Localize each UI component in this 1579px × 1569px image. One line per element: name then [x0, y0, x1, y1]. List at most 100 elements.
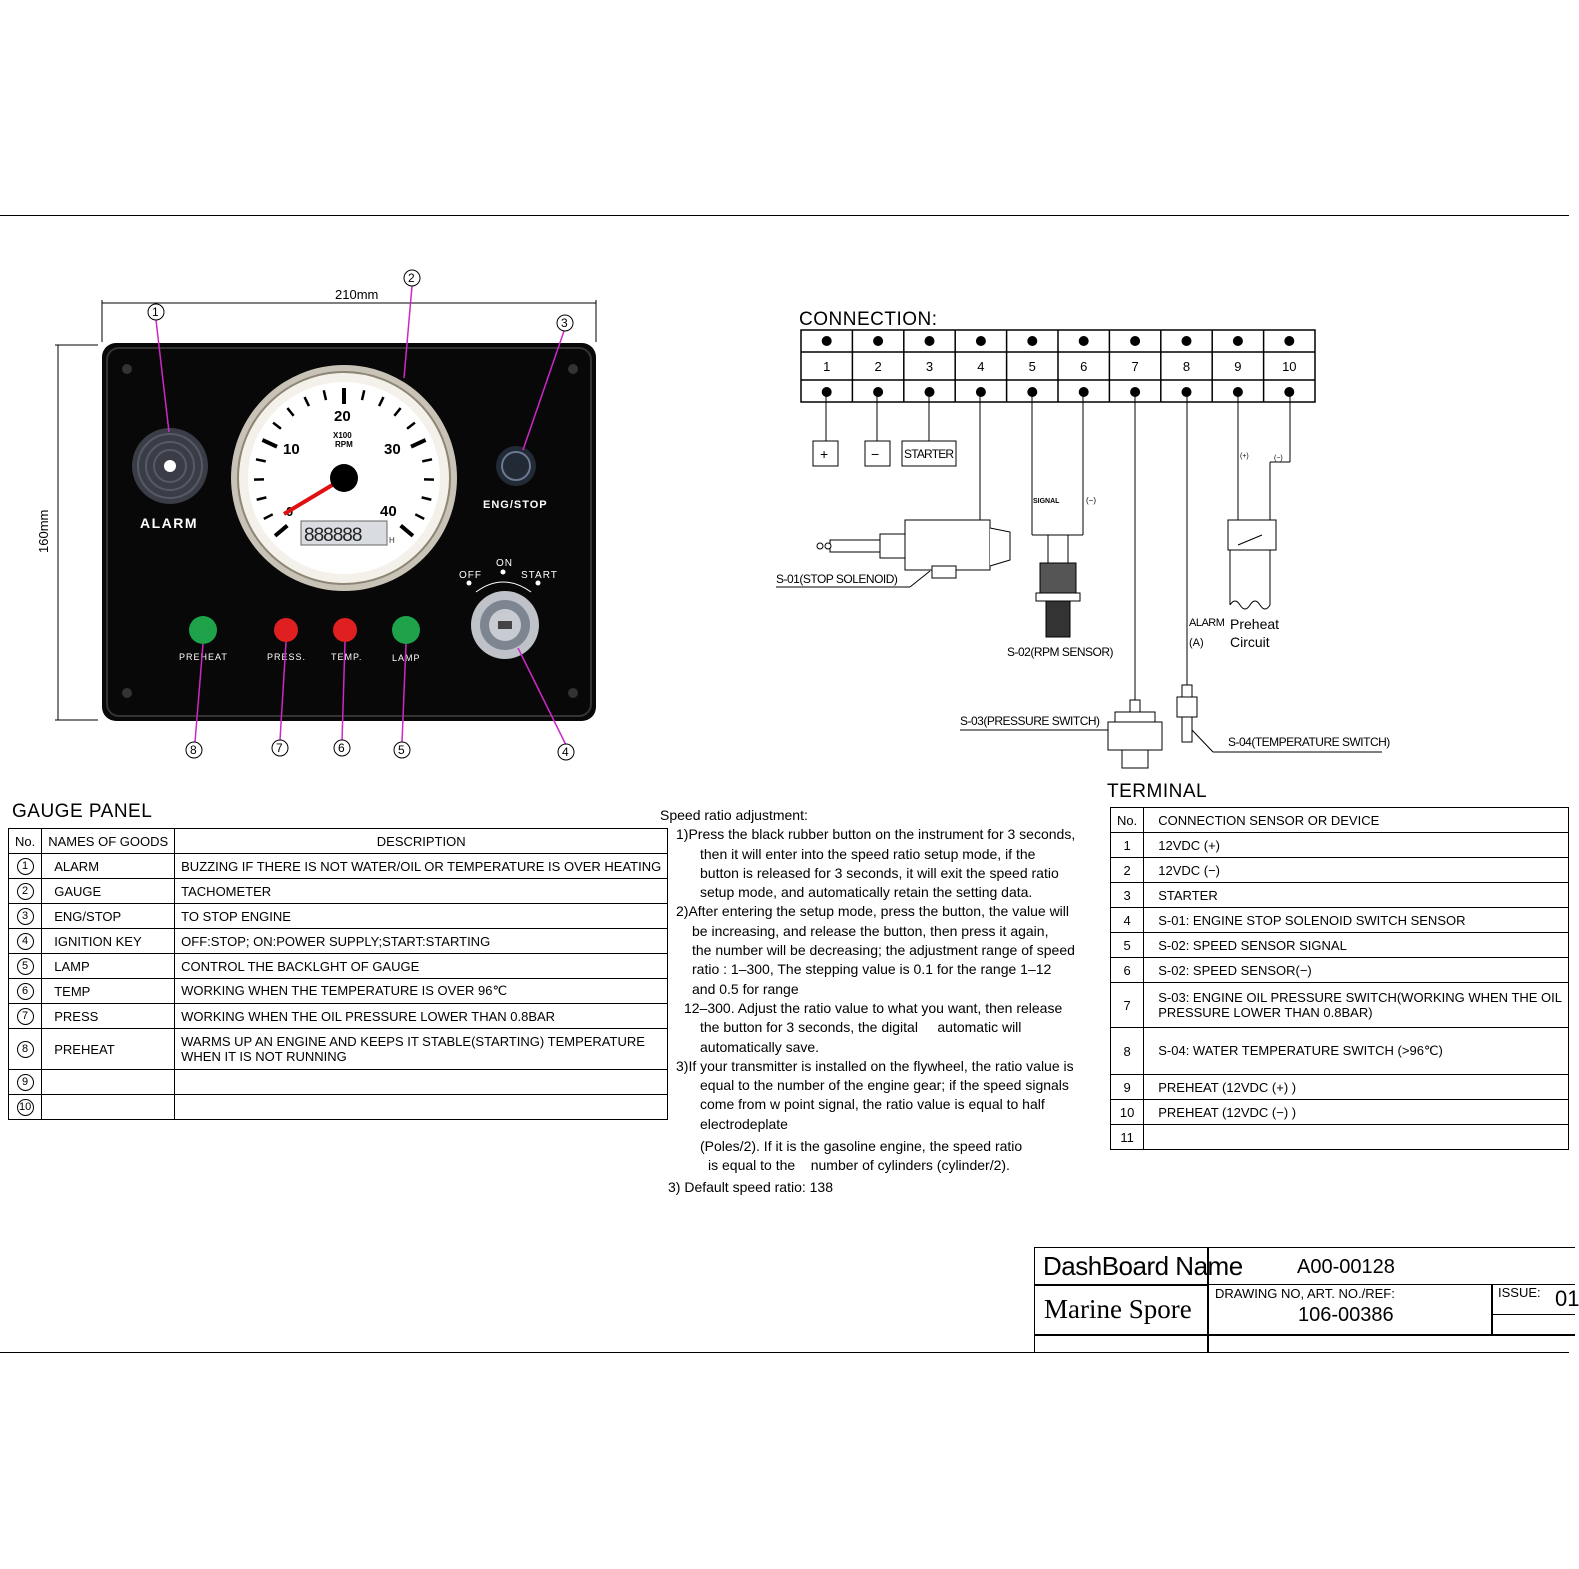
tach-tick — [263, 513, 274, 520]
tach-tick — [410, 438, 427, 449]
row-name: ALARM — [41, 853, 176, 879]
table-row: 11 — [1109, 1124, 1570, 1150]
row-description — [174, 1094, 669, 1120]
tach-tick — [406, 421, 416, 430]
rpm-sensor-symbol — [1035, 534, 1081, 638]
tach-tick — [421, 496, 432, 501]
terminal-desc-line: S-02: SPEED SENSOR SIGNAL — [1158, 937, 1347, 953]
plus-terminal-label: + — [820, 446, 828, 462]
terminal-pin — [873, 336, 884, 346]
indicator-lamp — [274, 618, 298, 642]
terminal-pin — [1284, 336, 1295, 346]
speed-line: the button for 3 seconds, the digital au… — [700, 1019, 1022, 1036]
row-name — [41, 1069, 176, 1095]
terminal-pin — [1181, 336, 1192, 346]
row-description-line: WHEN IT IS NOT RUNNING — [181, 1049, 347, 1064]
indicator-lamps — [189, 616, 420, 644]
terminal-pin — [821, 387, 832, 397]
callout-numbers: 1 2 3 4 5 6 7 8 — [147, 269, 575, 761]
header-names: NAMES OF GOODS — [41, 828, 176, 854]
tach-tick — [360, 390, 366, 401]
lamp-label-preheat: PREHEAT — [179, 652, 228, 662]
terminal-row-number: 8 — [1109, 1027, 1145, 1075]
terminal-pin — [1078, 387, 1089, 397]
terminal-row-desc: PREHEAT (12VDC (−) ) — [1143, 1099, 1570, 1125]
terminal-desc-line: S-02: SPEED SENSOR(−) — [1158, 962, 1312, 978]
tach-label-20: 20 — [334, 408, 351, 425]
callout-1: 1 — [152, 305, 159, 319]
terminal-desc-line: PREHEAT (12VDC (−) ) — [1158, 1104, 1297, 1120]
header-description: DESCRIPTION — [174, 828, 669, 854]
terminal-number: 2 — [874, 359, 881, 374]
row-description-line: WORKING WHEN THE OIL PRESSURE LOWER THAN… — [181, 1008, 556, 1024]
speed-line: electrodeplate — [700, 1115, 788, 1132]
indicator-lamp — [189, 616, 217, 644]
callout-6: 6 — [338, 741, 345, 755]
terminal-row-desc: PREHEAT (12VDC (+) ) — [1143, 1074, 1570, 1100]
table-header-row: No. NAMES OF GOODS DESCRIPTION — [7, 828, 669, 854]
terminal-number: 1 — [823, 359, 830, 374]
row-description-line: WORKING WHEN THE TEMPERATURE IS OVER 96℃ — [181, 983, 508, 998]
row-name — [41, 1094, 176, 1120]
row-description-line: OFF:STOP; ON:POWER SUPPLY;START:STARTING — [181, 933, 491, 949]
terminal-desc-line: S-01: ENGINE STOP SOLENOID SWITCH SENSOR — [1158, 912, 1466, 928]
terminal-header-desc: CONNECTION SENSOR OR DEVICE — [1143, 807, 1570, 833]
tach-unit-rpm: RPM — [335, 440, 353, 449]
terminal-desc-line: 12VDC (−) — [1158, 862, 1221, 878]
row-description: WARMS UP AN ENGINE AND KEEPS IT STABLE(S… — [174, 1028, 669, 1070]
speed-line: ratio : 1–300, The stepping value is 0.1… — [692, 961, 1052, 978]
signal-label: SIGNAL — [1033, 498, 1060, 505]
preheat-neg-label: (−) — [1274, 455, 1283, 462]
table-row: 9 — [7, 1069, 669, 1095]
terminal-row-number: 10 — [1109, 1099, 1145, 1125]
tach-lcd-unit: H — [389, 536, 395, 545]
preheat-circuit-symbol — [1227, 519, 1277, 610]
tach-unit-x100: X100 — [333, 431, 352, 440]
top-frame-line — [0, 215, 1569, 216]
terminal-row-desc: S-02: SPEED SENSOR(−) — [1143, 957, 1570, 983]
terminal-pin — [1078, 336, 1089, 346]
terminal-row-desc: S-03: ENGINE OIL PRESSURE SWITCH(WORKING… — [1143, 982, 1570, 1028]
terminal-pin — [1130, 336, 1141, 346]
terminal-number: 8 — [1183, 359, 1190, 374]
preheat-circuit-line1: Preheat — [1230, 616, 1279, 632]
dashboard-name-label: DashBoard Name — [1043, 1251, 1243, 1281]
eng-stop-label: ENG/STOP — [483, 499, 548, 511]
terminal-number: 3 — [926, 359, 933, 374]
dashboard-name-value: A00-00128 — [1297, 1256, 1395, 1278]
preheat-circuit-line2: Circuit — [1230, 634, 1270, 650]
key-start-label: START — [521, 570, 558, 581]
row-name: ENG/STOP — [41, 903, 176, 929]
row-number: 3 — [7, 903, 43, 929]
row-description: TACHOMETER — [174, 878, 669, 904]
terminal-desc-line: S-03: ENGINE OIL PRESSURE SWITCH(WORKING… — [1158, 990, 1563, 1005]
bottom-frame-line — [0, 1352, 1569, 1353]
issue-label: ISSUE: — [1498, 1285, 1541, 1300]
terminal-desc-line: S-04: WATER TEMPERATURE SWITCH (>96℃) — [1158, 1043, 1443, 1058]
terminal-row-desc: S-02: SPEED SENSOR SIGNAL — [1143, 932, 1570, 958]
speed-ratio-notes: Speed ratio adjustment: 1)Press the blac… — [660, 806, 1105, 1197]
indicator-lamp — [333, 618, 357, 642]
table-row: 10 PREHEAT (12VDC (−) ) — [1109, 1099, 1570, 1125]
row-number: 7 — [7, 1003, 43, 1029]
terminal-pin — [975, 387, 986, 397]
starter-terminal-label: STARTER — [904, 447, 954, 461]
tach-tick — [255, 458, 267, 463]
tach-tick — [377, 396, 385, 407]
alarm-a-line1: ALARM — [1189, 617, 1225, 629]
temperature-switch-symbol — [1176, 684, 1198, 743]
key-off-label: OFF — [459, 570, 482, 581]
terminal-row-number: 4 — [1109, 907, 1145, 933]
callout-5: 5 — [398, 743, 405, 757]
speed-line: automatically save. — [700, 1038, 820, 1055]
row-name: LAMP — [41, 953, 176, 979]
terminal-row-number: 6 — [1109, 957, 1145, 983]
terminal-pin — [1232, 336, 1243, 346]
